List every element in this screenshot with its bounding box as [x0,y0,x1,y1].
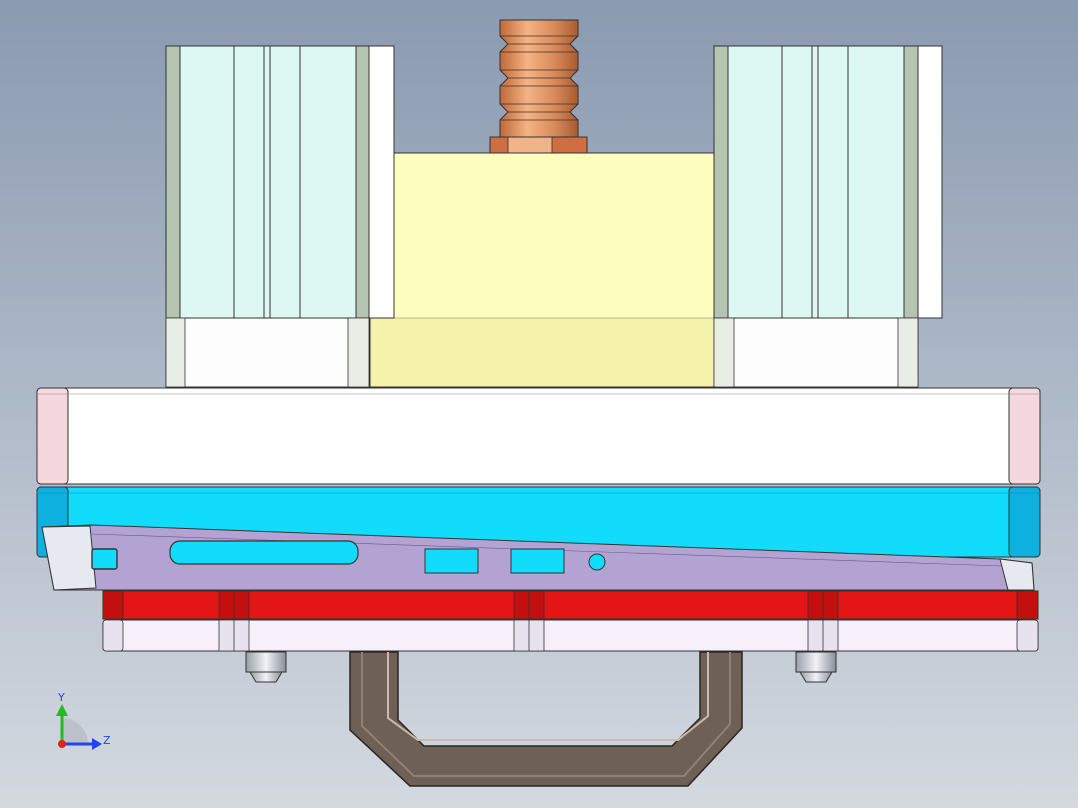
red-plate [102,590,1039,620]
triad-z-label: Z [103,734,111,747]
triad-y-label: Y [57,691,65,704]
rect-port-1 [424,548,479,574]
small-slot [91,548,118,570]
side-block-left [165,45,395,388]
purple-plate [41,524,1035,591]
orientation-triad[interactable]: Y Z [56,691,111,750]
long-slot [169,540,359,565]
side-block-right [713,45,943,388]
hose-fitting [489,19,588,154]
rect-port-2 [510,548,565,574]
round-port [588,553,606,571]
top-plate [36,387,1041,485]
locating-pin-left [245,651,287,683]
locating-pin-right [795,651,837,683]
handle [349,651,743,787]
bottom-plate [102,619,1039,652]
center-block [369,152,715,388]
